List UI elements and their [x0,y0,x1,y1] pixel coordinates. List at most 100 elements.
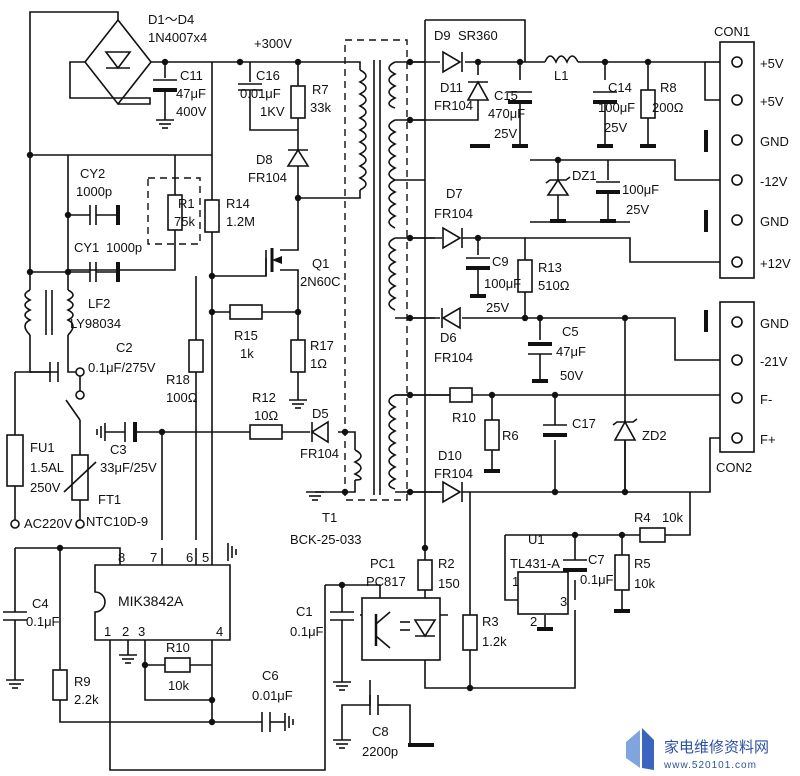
label-dz1-cap-v: 25V [626,202,649,217]
label-pin7: 7 [150,550,157,565]
label-c11: C11 [180,68,203,83]
label-pin5: 5 [202,550,209,565]
label-cy2-val: 1000p [76,184,112,199]
label-dz1-cap-val: 100μF [622,182,659,197]
label-r10-top: R10 [452,410,476,425]
c17-capacitor-symbol [543,424,567,437]
d11-diode-symbol [466,80,490,110]
label-u1-pin3: 3 [560,594,567,609]
ft1-thermistor-symbol [63,454,97,501]
label-l1: L1 [554,68,568,83]
t1-windings [353,60,397,495]
r6-resistor-symbol [484,419,500,451]
cy2-capacitor-symbol [89,205,120,225]
label-r14-val: 1.2M [226,214,255,229]
label-r7-val: 33k [310,100,331,115]
c3-capacitor-symbol [124,422,140,442]
label-cy2: CY2 [80,166,105,181]
c1-capacitor-symbol [330,611,354,632]
label-c7: C7 [588,552,605,567]
label-fu1: FU1 [30,440,55,455]
label-hv-rail: +300V [254,36,292,51]
con1-pin-2: +5V [760,94,784,109]
label-r3: R3 [482,614,499,629]
label-c14-val: 100μF [598,100,635,115]
label-c9-v: 25V [486,300,509,315]
label-r12: R12 [252,390,276,405]
lf2-choke-symbol [24,289,74,336]
label-r4: R4 [634,510,651,525]
r10-top-resistor-symbol [449,387,473,403]
con2-pin-4: F+ [760,432,776,447]
r14-resistor-symbol [204,199,220,233]
u1-tl431-symbol [517,571,569,615]
label-c3: C3 [110,442,127,457]
c14-capacitor-symbol [593,91,617,118]
label-ic: MIK3842A [118,593,184,609]
ic-mik3842a-symbol [94,564,231,641]
label-c8-val: 2200p [362,744,398,759]
zd2-zener-symbol [612,418,638,492]
r1-dashed-box [147,177,201,245]
label-c16-val: 0.01μF [240,86,281,101]
label-d9-part: SR360 [458,28,498,43]
l1-inductor-symbol [544,55,579,64]
d8-diode-symbol [286,148,310,180]
label-r17: R17 [310,338,334,353]
con1-pin-3: GND [760,134,789,149]
d10-diode-symbol [442,480,463,504]
label-c9: C9 [492,254,509,269]
label-r1: R1 [178,196,195,211]
c15-capacitor-symbol [508,91,532,118]
r8-resistor-symbol [640,89,656,119]
secondary-ground-bars [408,130,708,747]
t1-dashed-box [344,39,408,501]
junction-dots [26,58,652,726]
label-c14: C14 [608,80,632,95]
c4-capacitor-symbol [3,611,27,640]
label-d5: D5 [312,406,329,421]
label-c2-val: 0.1μF/275V [88,360,156,375]
label-r5: R5 [634,556,651,571]
label-r2-val: 150 [438,576,460,591]
label-c15-v: 25V [494,126,517,141]
label-c4: C4 [32,596,49,611]
cy1-capacitor-symbol [89,262,120,282]
label-ft1: FT1 [98,492,121,507]
fu1-fuse-symbol [6,434,24,487]
r1-resistor-symbol [167,194,183,231]
label-c6: C6 [262,668,279,683]
label-c11-val: 47μF [176,86,206,101]
watermark: 家电维修资料网 www.520101.com [626,728,769,771]
con1-pin-4: -12V [760,174,788,189]
label-r3-val: 1.2k [482,634,507,649]
label-zd2: ZD2 [642,428,667,443]
r10-bottom-resistor-symbol [164,657,191,673]
label-dz1: DZ1 [572,168,597,183]
wiring [14,11,720,771]
label-c9-val: 100μF [484,276,521,291]
c11-capacitor-symbol [153,79,177,104]
r13-resistor-symbol [517,259,533,293]
label-cy1: CY1 [74,240,99,255]
con1-pin-6: +12V [760,256,791,271]
label-d10: D10 [438,448,462,463]
bridge-diode-symbol [104,51,132,70]
watermark-text: 家电维修资料网 [664,739,769,756]
label-c17: C17 [572,416,596,431]
label-pin3: 3 [138,624,145,639]
c6-capacitor-symbol [261,712,271,732]
label-fu1-v: 250V [30,480,61,495]
r4-resistor-symbol [639,527,666,543]
label-lf2: LF2 [88,296,110,311]
label-c1-val: 0.1μF [290,624,324,639]
label-d5-part: FR104 [300,446,339,461]
dz1-capacitor-symbol [596,181,620,200]
label-pc1-part: PC817 [366,574,406,589]
label-cy1-val: 1000p [106,240,142,255]
label-r1-val: 75k [174,214,195,229]
label-d6: D6 [440,330,457,345]
label-pin6: 6 [186,550,193,565]
con2-pin-1: GND [760,316,789,331]
